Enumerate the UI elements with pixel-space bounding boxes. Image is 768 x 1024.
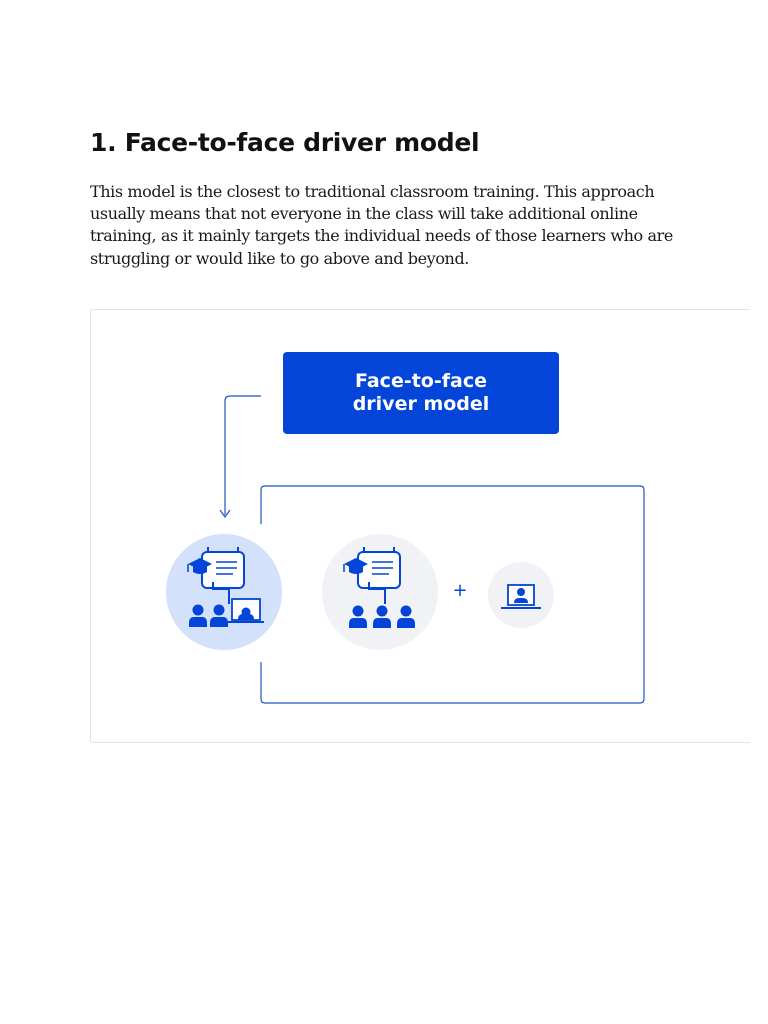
- blended-classroom-icon: [166, 534, 282, 650]
- online-learner-icon: [488, 562, 554, 628]
- plus-icon: +: [452, 580, 468, 601]
- diagram-figure: Face-to-face driver model +: [90, 309, 750, 743]
- model-title-box: Face-to-face driver model: [283, 352, 559, 434]
- connector-arrow: [224, 395, 261, 515]
- page-title: 1. Face-to-face driver model: [90, 128, 480, 157]
- arrow-head: [219, 509, 231, 519]
- diagram-canvas: [166, 395, 645, 704]
- intro-paragraph: This model is the closest to traditional…: [90, 182, 673, 268]
- model-frame: [260, 485, 645, 704]
- classroom-icon: [322, 534, 438, 650]
